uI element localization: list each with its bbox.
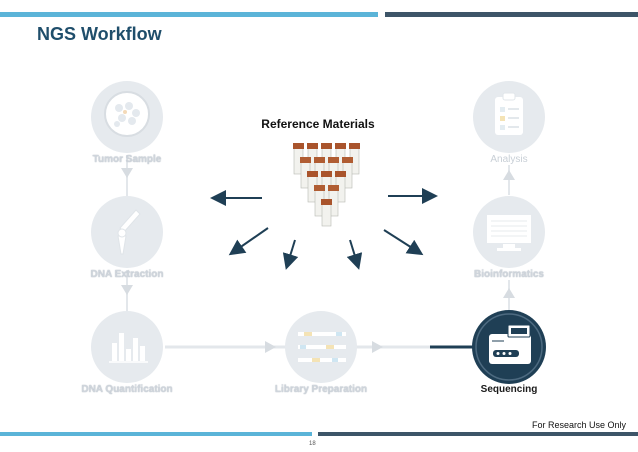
tube-row-5 [321, 199, 332, 227]
arrowhead-up-1 [503, 170, 515, 180]
flow-arrowheads [121, 168, 515, 353]
arrow-to-library-preparation [346, 239, 363, 270]
arrow-to-dna-quantification [282, 239, 299, 270]
sequencing-label: Sequencing [480, 384, 538, 395]
arrowhead-right-1 [265, 341, 276, 353]
bar-chart-icon [109, 333, 148, 363]
dna-quantification-label: DNA Quantification [81, 384, 173, 395]
bioinformatics-label: Bioinformatics [473, 269, 544, 280]
analysis-node [473, 81, 545, 153]
footer-bar-light [0, 432, 312, 436]
library-preparation-node [285, 311, 357, 383]
arrowhead-down-2 [121, 285, 133, 295]
library-strands-icon [298, 332, 346, 362]
reference-tubes-icon [293, 143, 360, 227]
tube-row-3 [307, 171, 346, 203]
clipboard-icon [495, 92, 523, 135]
bioinformatics-node [473, 196, 545, 268]
dna-extraction-node [91, 196, 163, 268]
footer-note: For Research Use Only [531, 420, 626, 430]
header-bar-dark [385, 12, 638, 17]
dna-extraction-label: DNA Extraction [90, 269, 164, 280]
reference-materials-title: Reference Materials [261, 117, 375, 131]
cells-icon [114, 102, 140, 127]
header-bar-light [0, 12, 378, 17]
arrow-to-sequencing [383, 229, 424, 256]
page-number: 18 [309, 441, 316, 447]
sequencer-icon [489, 324, 531, 364]
dna-quantification-node [91, 311, 163, 383]
sequencing-node [472, 310, 546, 384]
pipette-icon [117, 209, 141, 255]
arrow-to-dna-extraction [228, 227, 269, 256]
tumor-sample-label: Tumor Sample [92, 154, 162, 165]
tumor-sample-node [91, 81, 163, 153]
reference-arrows [210, 188, 438, 270]
library-preparation-label: Library Preparation [274, 384, 368, 395]
monitor-icon [487, 215, 531, 251]
arrowhead-up-2 [503, 288, 515, 298]
arrowhead-down-1 [121, 168, 133, 178]
footer-bar-dark [318, 432, 638, 436]
analysis-label: Analysis [490, 154, 528, 165]
page-title: NGS Workflow [37, 24, 162, 44]
arrowhead-right-2 [372, 341, 383, 353]
